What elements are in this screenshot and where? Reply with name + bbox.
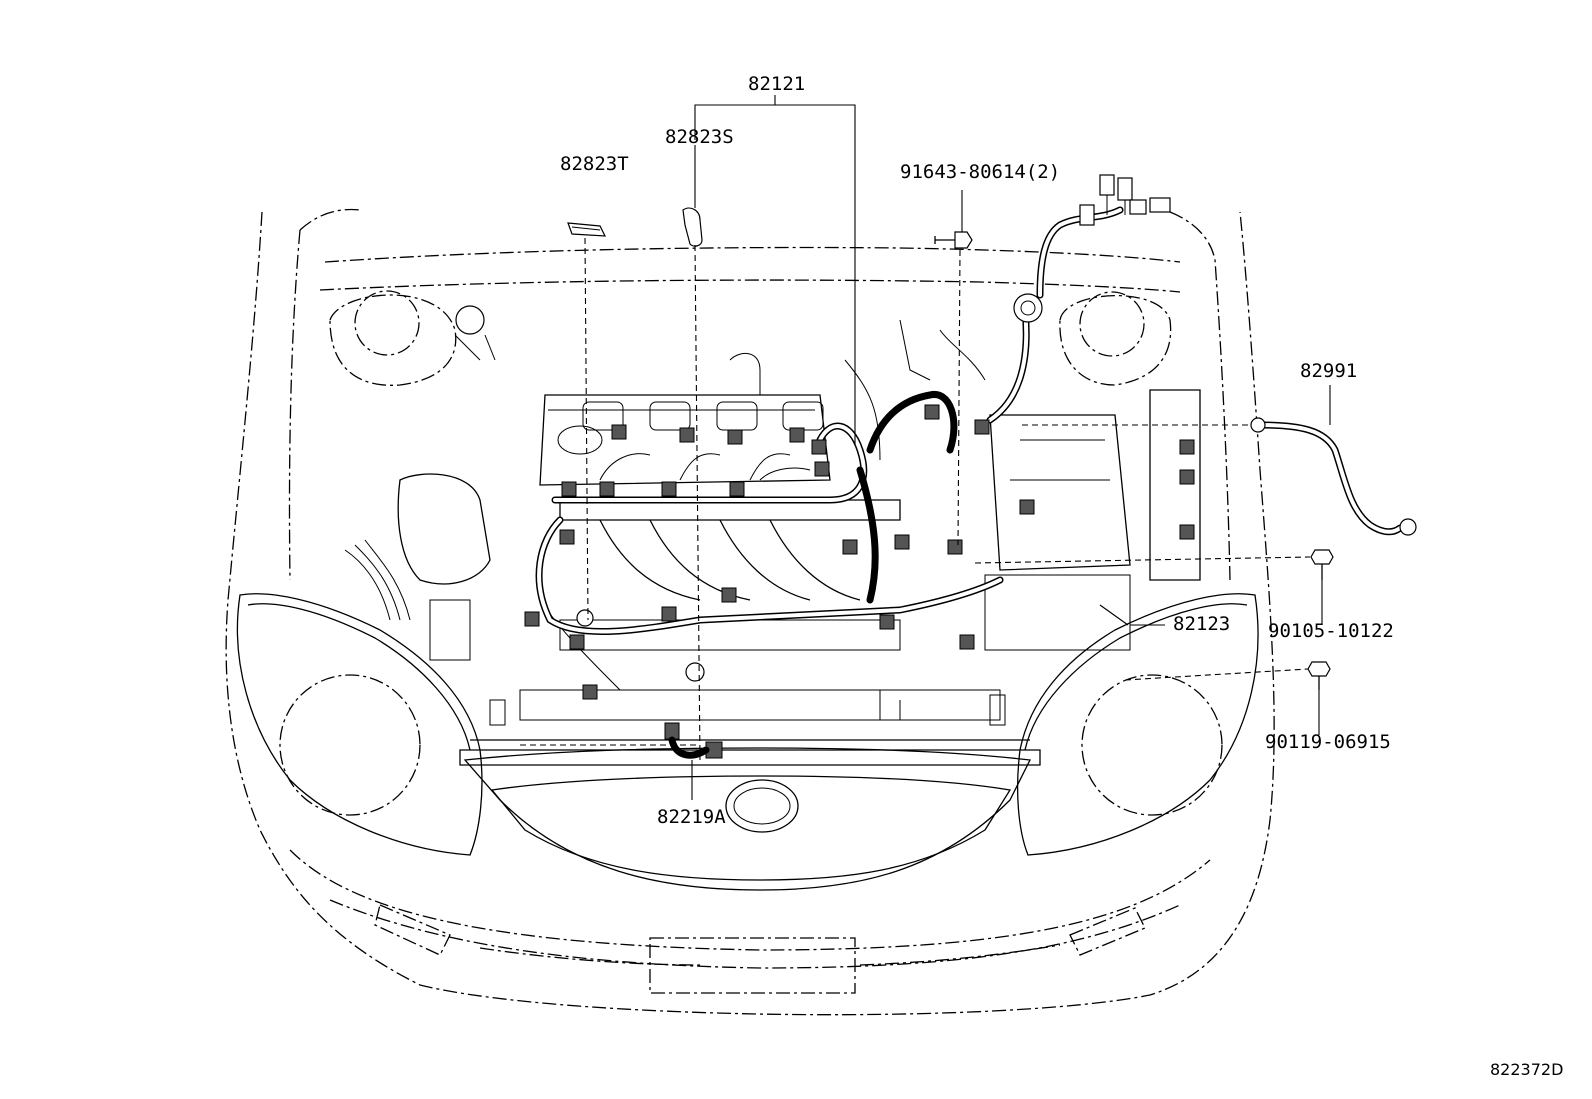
leader-lines	[520, 95, 1331, 800]
label-82123: 82123	[1173, 613, 1230, 635]
label-82121: 82121	[748, 73, 805, 95]
clamp-82823S	[682, 207, 703, 247]
label-90105-10122: 90105-10122	[1268, 620, 1394, 642]
label-91643-80614: 91643-80614(2)	[900, 161, 1060, 183]
bolt-90105	[1310, 549, 1334, 580]
vehicle-body-outline	[225, 208, 1275, 1016]
figure-code: 822372D	[1490, 1060, 1563, 1079]
ground-strap-82991	[1250, 417, 1417, 536]
label-82219A: 82219A	[657, 806, 726, 828]
clip-82823T	[567, 222, 607, 237]
label-90119-06915: 90119-06915	[1265, 731, 1391, 753]
bolt-90119	[1307, 661, 1331, 690]
sensor-82219A	[664, 722, 723, 759]
headlamps-grille	[236, 593, 1259, 891]
bolt-91643	[934, 231, 973, 249]
label-82823T: 82823T	[560, 153, 629, 175]
label-82823S: 82823S	[665, 126, 734, 148]
label-82991: 82991	[1300, 360, 1357, 382]
engine-wire-harness	[524, 174, 1195, 700]
